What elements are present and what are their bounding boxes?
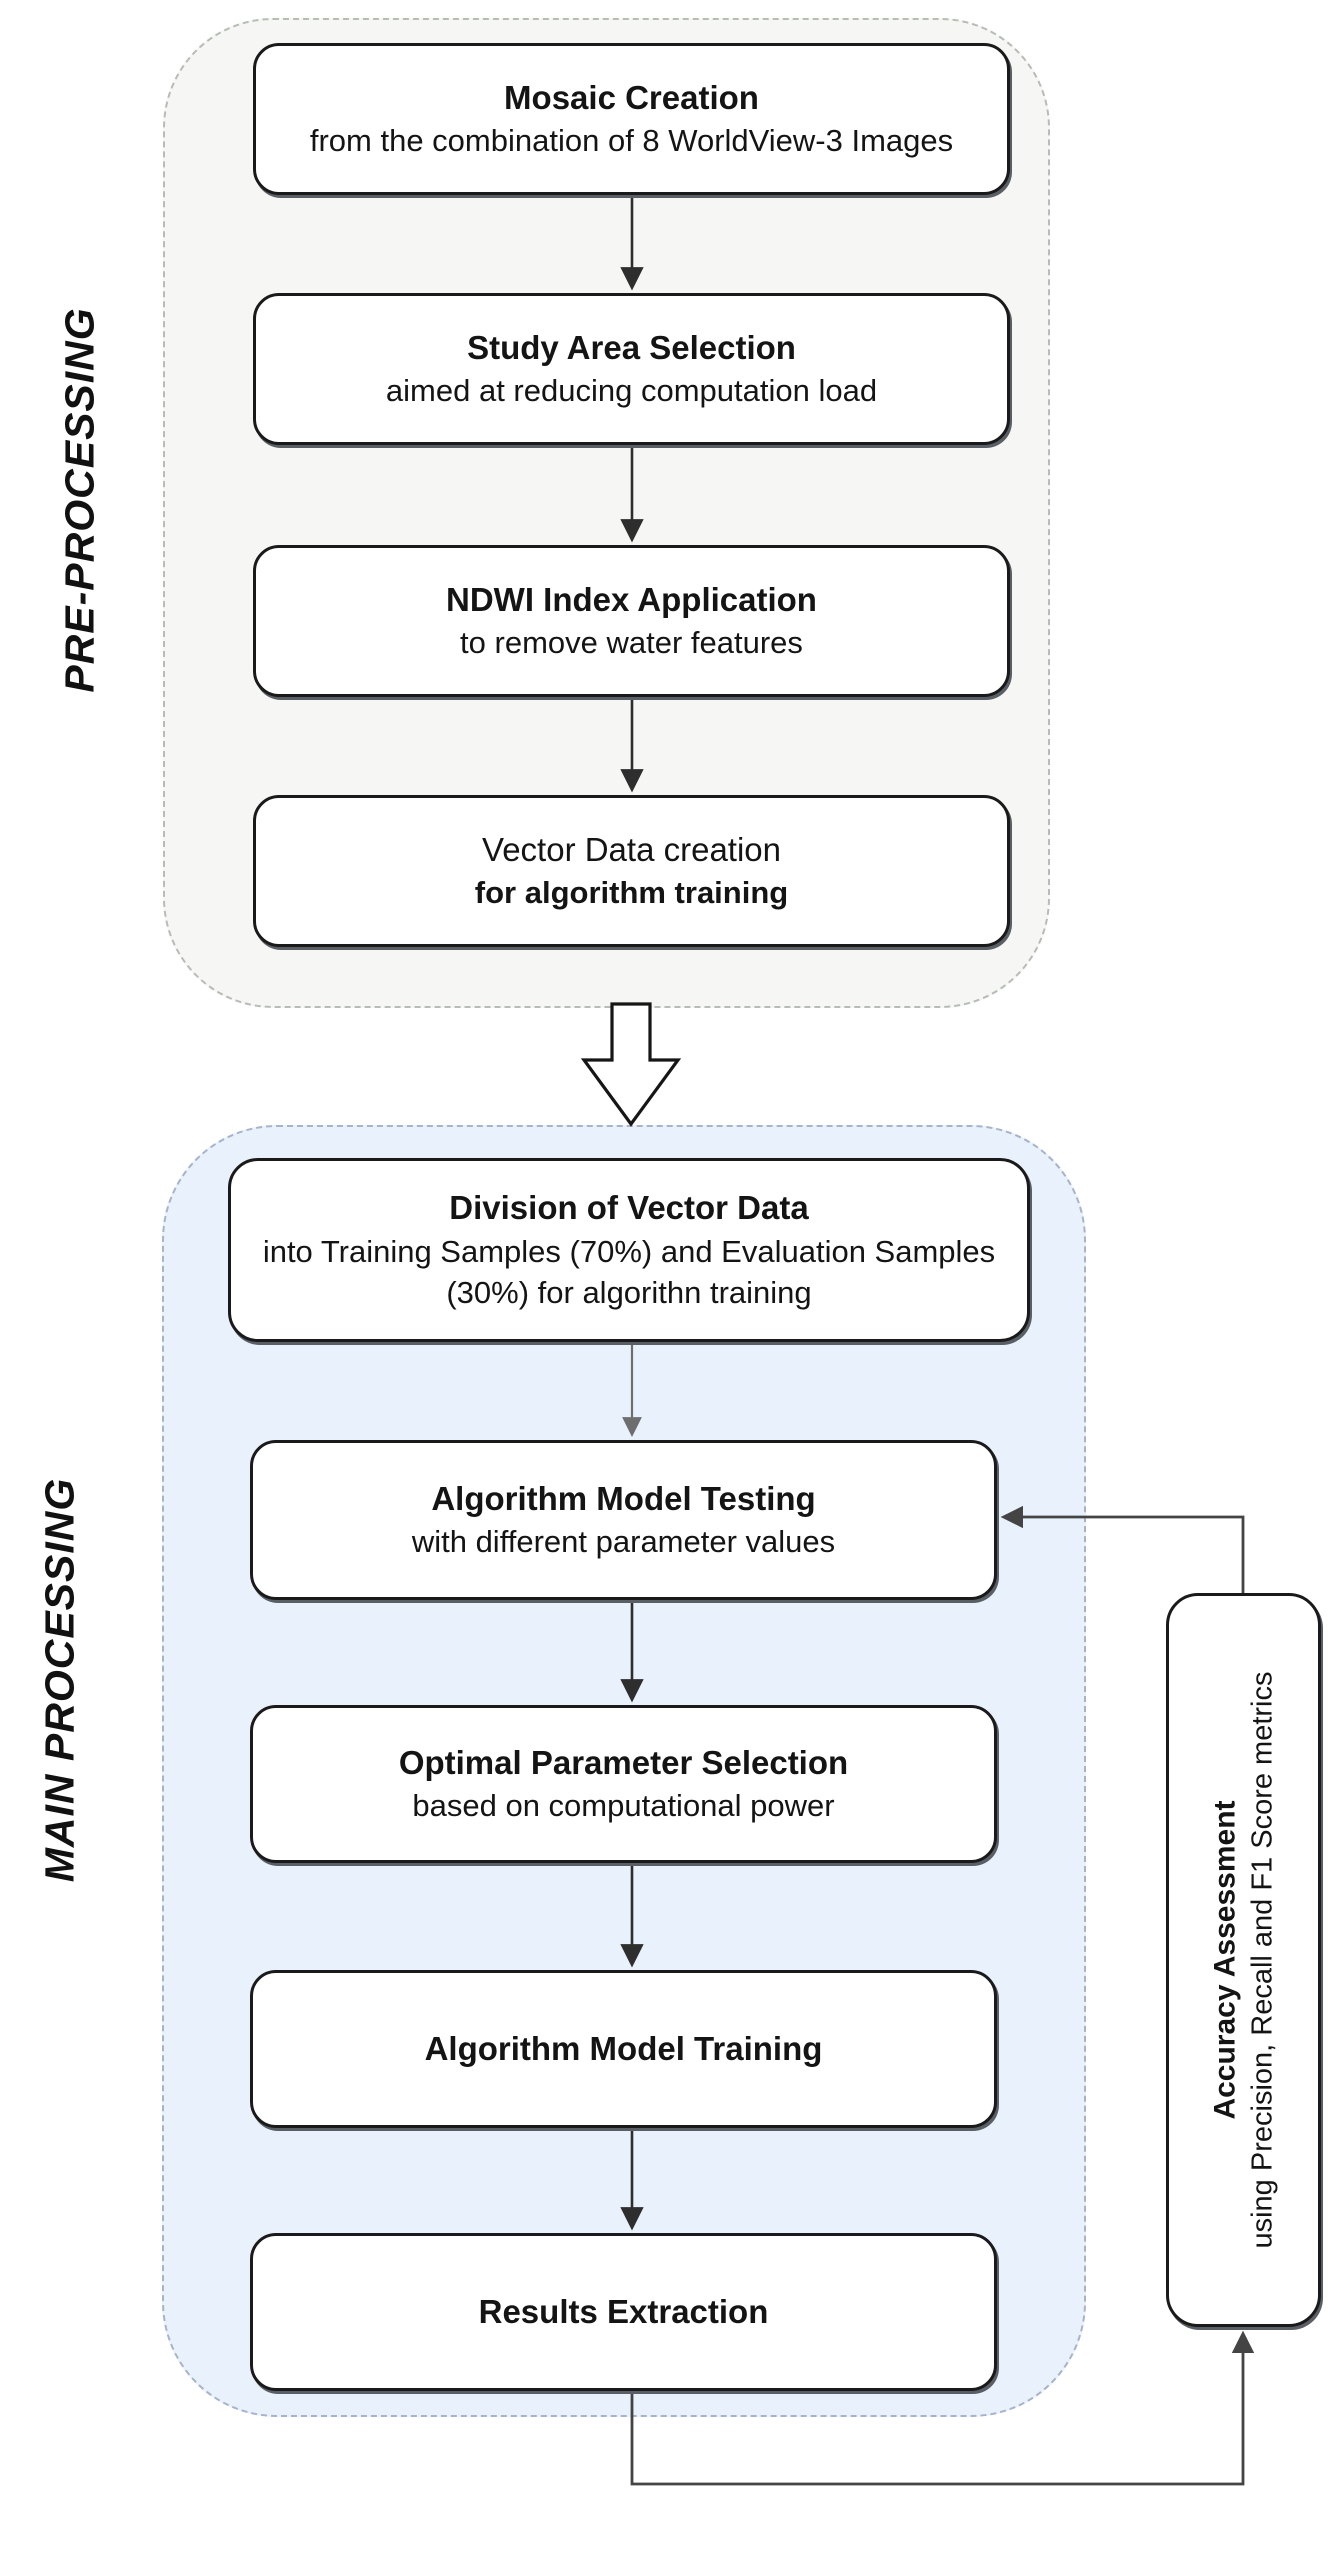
node-subtitle: into Training Samples (70%) and Evaluati… bbox=[262, 1233, 996, 1311]
flow-node-algorithm-model-training: Algorithm Model Training bbox=[250, 1970, 997, 2128]
node-subtitle: based on computational power bbox=[412, 1788, 835, 1824]
flow-node-mosaic-creation: Mosaic Creation from the combination of … bbox=[253, 43, 1010, 195]
node-title: NDWI Index Application bbox=[446, 581, 817, 619]
node-subtitle: aimed at reducing computation load bbox=[385, 373, 878, 409]
node-title: Accuracy Assessment bbox=[1208, 1800, 1242, 2120]
node-subtitle: to remove water features bbox=[460, 625, 803, 661]
node-title: Algorithm Model Testing bbox=[431, 1480, 816, 1518]
flow-node-optimal-parameter-selection: Optimal Parameter Selection based on com… bbox=[250, 1705, 997, 1863]
node-subtitle: using Precision, Recall and F1 Score met… bbox=[1246, 1671, 1279, 2249]
node-subtitle: with different parameter values bbox=[411, 1524, 836, 1560]
node-title: Division of Vector Data bbox=[449, 1189, 809, 1227]
flow-node-algorithm-model-testing: Algorithm Model Testing with different p… bbox=[250, 1440, 997, 1600]
flow-node-accuracy-assessment: Accuracy Assessment using Precision, Rec… bbox=[1166, 1593, 1321, 2327]
node-title: Vector Data creation bbox=[482, 831, 781, 869]
node-title: Optimal Parameter Selection bbox=[398, 1744, 849, 1782]
node-subtitle: from the combination of 8 WorldView-3 Im… bbox=[309, 123, 954, 159]
flow-node-results-extraction: Results Extraction bbox=[250, 2233, 997, 2391]
node-title: Algorithm Model Training bbox=[424, 2029, 823, 2067]
node-subtitle: for algorithm training bbox=[474, 875, 789, 911]
flow-node-ndwi-index-application: NDWI Index Application to remove water f… bbox=[253, 545, 1010, 697]
node-title: Mosaic Creation bbox=[504, 79, 759, 117]
stage-transition-arrow bbox=[580, 1002, 682, 1127]
stage-label-main-processing: MAIN PROCESSING bbox=[36, 1477, 83, 1883]
node-title: Results Extraction bbox=[478, 2292, 769, 2330]
flow-node-study-area-selection: Study Area Selection aimed at reducing c… bbox=[253, 293, 1010, 445]
stage-label-preprocessing: PRE-PROCESSING bbox=[56, 307, 103, 693]
flow-node-vector-data-creation: Vector Data creation for algorithm train… bbox=[253, 795, 1010, 947]
accuracy-assessment-rotated-text: Accuracy Assessment using Precision, Rec… bbox=[1166, 1593, 1321, 2327]
flow-node-division-of-vector-data: Division of Vector Data into Training Sa… bbox=[228, 1158, 1030, 1342]
node-title: Study Area Selection bbox=[467, 329, 796, 367]
